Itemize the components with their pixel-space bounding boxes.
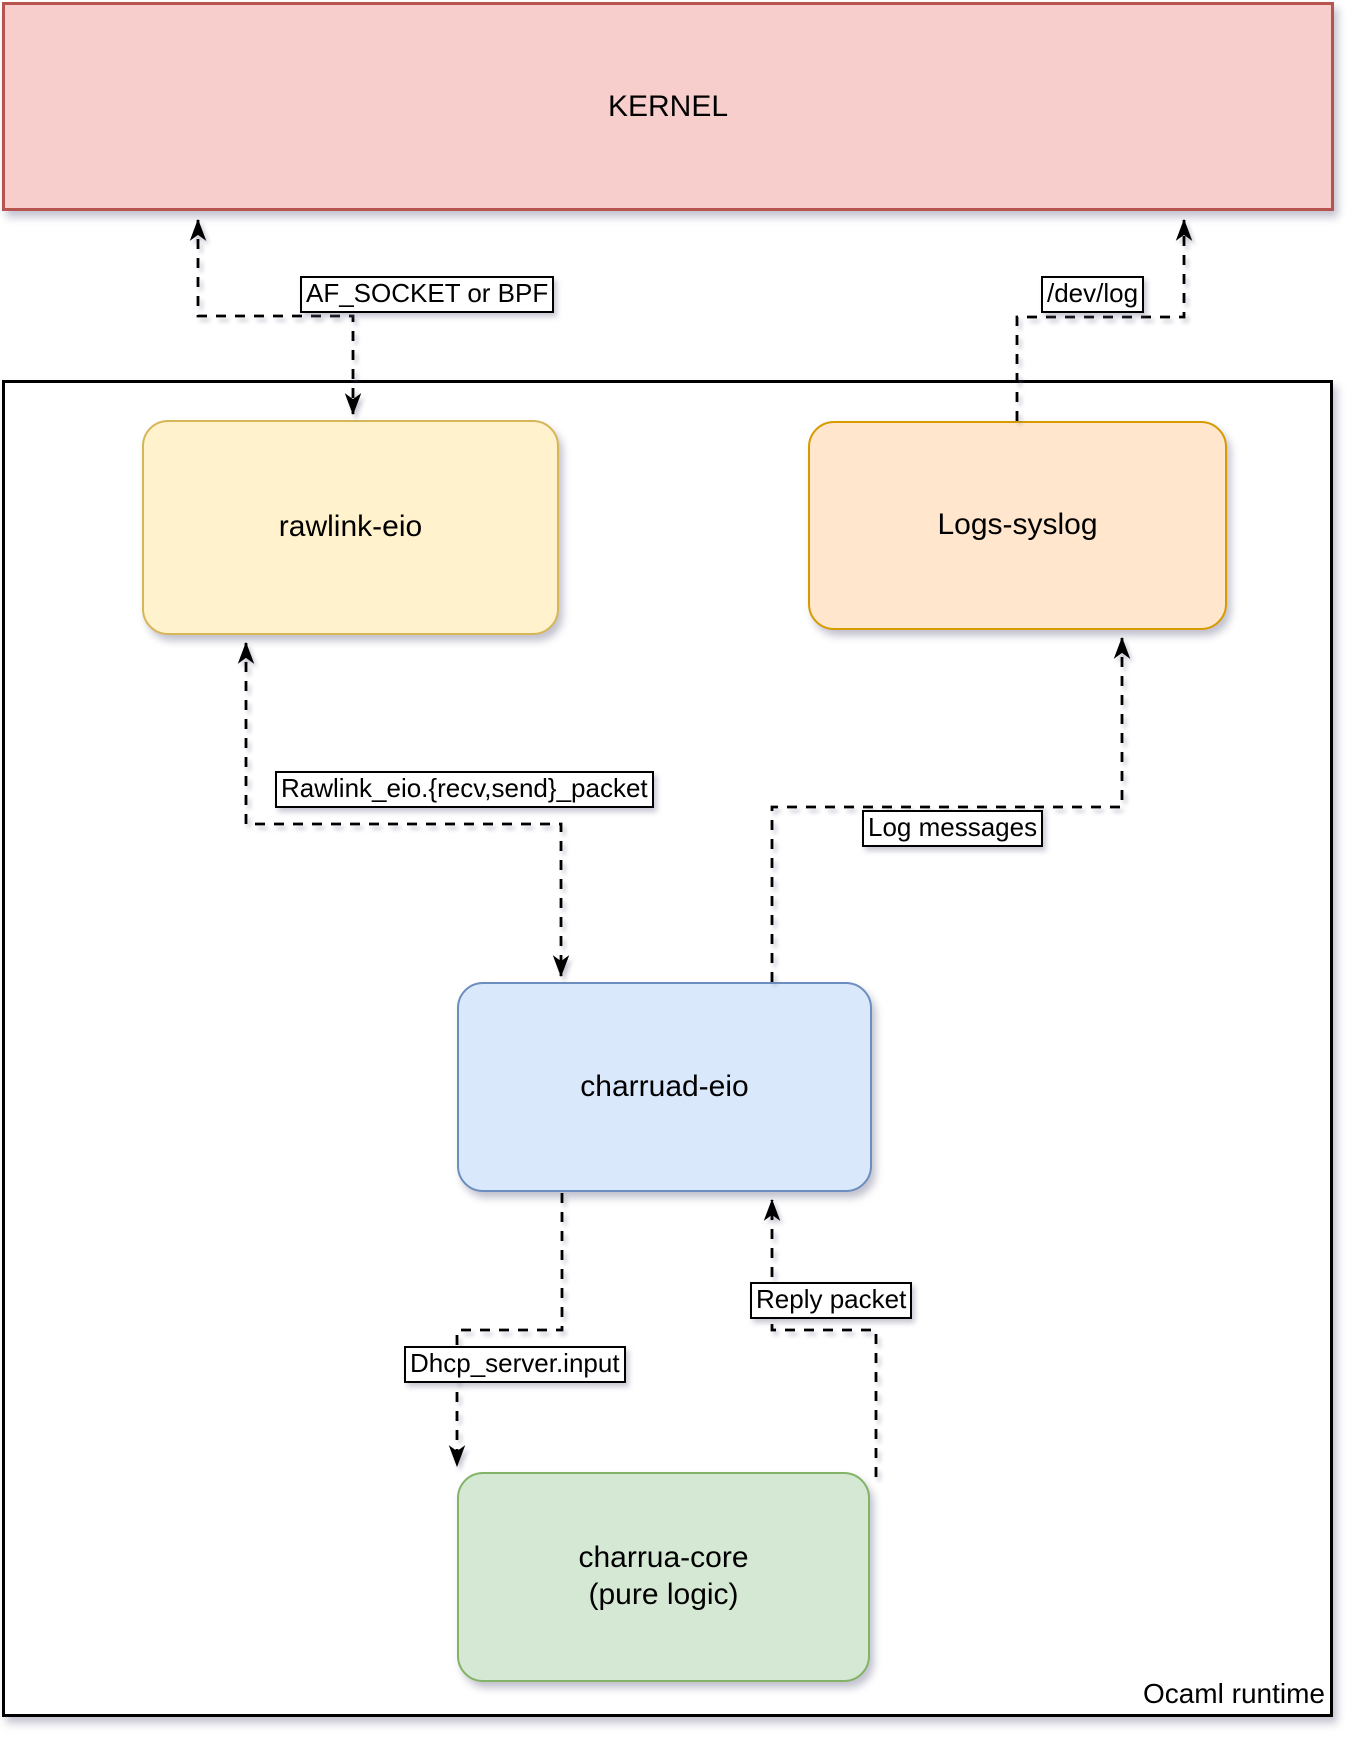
edge-charrua-charruad [763,1198,878,1477]
kernel-label: KERNEL [607,89,729,123]
node-charrua-core: charrua-core (pure logic) [457,1472,870,1682]
edge-kernel-rawlink [189,218,362,416]
kernel-box: KERNEL [2,2,1334,211]
ocaml-runtime-label: Ocaml runtime [1142,1678,1325,1709]
node-charruad-eio-label: charruad-eio [580,1069,749,1103]
edge-logs-kernel [1015,218,1193,421]
edge-rawlink-charruad [237,641,570,978]
node-logs-syslog-label: Logs-syslog [937,508,1098,542]
edge-charruad-logs [770,636,1131,982]
edge-label-log-messages: Log messages [862,810,1044,847]
node-rawlink-eio: rawlink-eio [142,420,559,635]
node-rawlink-eio-label: rawlink-eio [278,510,423,544]
node-charruad-eio: charruad-eio [457,982,872,1192]
edge-label-dev-log: /dev/log [1041,276,1145,313]
node-charrua-core-label-line2: (pure logic) [588,1578,739,1611]
edge-label-af-socket: AF_SOCKET or BPF [300,276,555,313]
edge-label-dhcp-server-input: Dhcp_server.input [404,1346,626,1383]
node-charrua-core-label-line1: charrua-core [578,1541,749,1575]
edge-label-rawlink-packet: Rawlink_eio.{recv,send}_packet [275,771,654,808]
node-logs-syslog: Logs-syslog [808,421,1227,630]
edge-label-reply-packet: Reply packet [750,1282,913,1319]
edge-charruad-charrua [448,1193,564,1468]
